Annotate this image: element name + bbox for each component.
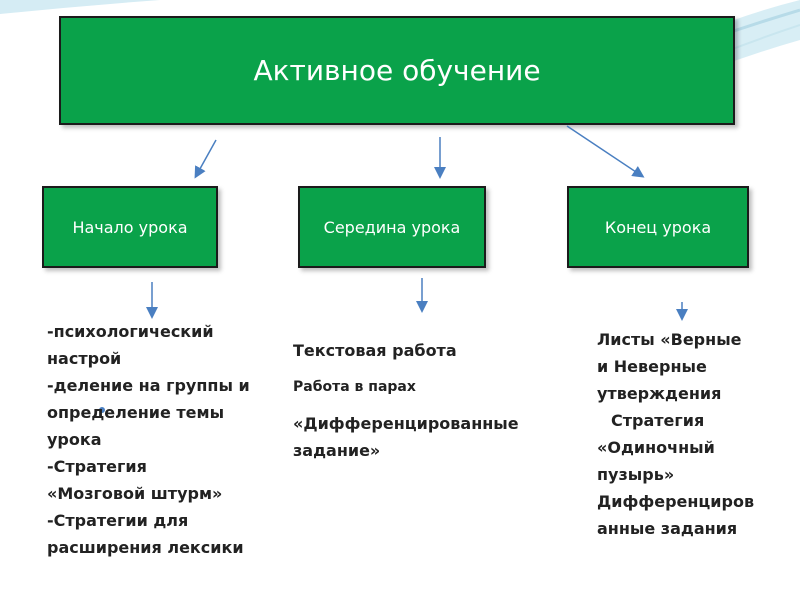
- list-item: Листы «Верные: [597, 330, 742, 349]
- list-item: Дифференциров: [597, 492, 755, 511]
- bullet-dot: [99, 407, 105, 413]
- list-item: урока: [47, 430, 102, 449]
- list-item: Работа в парах: [293, 379, 416, 395]
- list-item: задание»: [293, 441, 381, 460]
- list-item: определение темы: [47, 403, 225, 422]
- middle-activities-list: Текстовая работа Работа в парах «Диффере…: [293, 337, 553, 464]
- list-item: и Неверные: [597, 357, 707, 376]
- stage-box-start: Начало урока: [42, 186, 218, 268]
- stage-label-end: Конец урока: [604, 217, 712, 237]
- start-activities-list: -психологический настрой -деление на гру…: [47, 318, 287, 561]
- list-item: анные задания: [597, 519, 738, 538]
- list-item: расширения лексики: [47, 538, 244, 557]
- arrow-title-to-end: [566, 125, 645, 178]
- list-item: утверждения: [597, 384, 722, 403]
- list-item: «Мозговой штурм»: [47, 484, 223, 503]
- end-activities-list: Листы «Верные и Неверные утверждения Стр…: [597, 326, 787, 542]
- list-item: «Дифференцированные: [293, 414, 519, 433]
- list-item: пузырь»: [597, 465, 675, 484]
- list-item: -деление на группы и: [47, 376, 250, 395]
- list-item: настрой: [47, 349, 122, 368]
- list-item: Стратегия: [611, 411, 705, 430]
- list-item: -психологический: [47, 322, 214, 341]
- stage-label-start: Начало урока: [72, 217, 188, 237]
- list-item: -Стратегия: [47, 457, 147, 476]
- main-title-box: Активное обучение: [59, 16, 735, 125]
- list-item: -Стратегии для: [47, 511, 189, 530]
- arrow-title-to-start: [194, 139, 217, 179]
- stage-box-end: Конец урока: [567, 186, 749, 268]
- list-item: «Одиночный: [597, 438, 715, 457]
- stage-label-middle: Середина урока: [323, 217, 461, 237]
- list-item: Текстовая работа: [293, 341, 457, 360]
- stage-box-middle: Середина урока: [298, 186, 486, 268]
- main-title: Активное обучение: [253, 54, 541, 87]
